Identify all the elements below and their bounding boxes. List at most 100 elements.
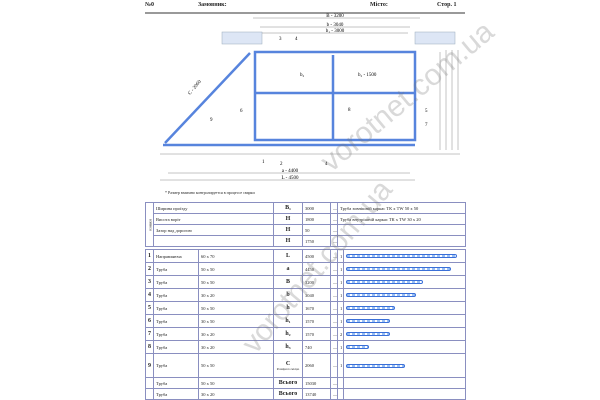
part-sketch [343, 262, 466, 276]
param-symbol: H [273, 224, 303, 236]
side-label: ознаки [145, 202, 154, 247]
tube-sketch [346, 306, 396, 310]
part-symbol: h₁ [273, 314, 303, 328]
dash: — [330, 224, 338, 236]
tube-sketch [346, 363, 405, 368]
city-label: Місто: [370, 2, 388, 8]
part-number: 5 [145, 301, 154, 315]
dash: — [330, 388, 338, 400]
part-3: 3 [279, 37, 282, 42]
part-9: 9 [210, 118, 213, 123]
part-number: 3 [145, 275, 154, 289]
part-sketch [343, 353, 466, 378]
param-extra: Труба зовнішній каркас ТК x ТW 50 x 50 [337, 202, 466, 214]
right-pillar-hatch [414, 31, 456, 45]
param-symbol: H [273, 235, 303, 247]
empty-cell [145, 388, 154, 400]
part-4: 4 [295, 37, 298, 42]
dash: — [330, 327, 338, 341]
dim-b2-value: b₂ - 1500 [358, 73, 377, 78]
part-name: Труба [153, 288, 199, 302]
part-length: 4500 [302, 249, 331, 263]
part-row: 1 Направляюча 60 x 70 L 4500 — 1 [145, 249, 466, 263]
part-row: 7 Труба 30 x 20 h₂ 1570 — 2 [145, 327, 466, 341]
dash: — [330, 275, 338, 289]
part-4b: 4 [325, 162, 328, 167]
part-name: Труба [153, 327, 199, 341]
parts-table: 1 Направляюча 60 x 70 L 4500 — 1 2 Труба… [145, 249, 466, 400]
part-sketch [343, 301, 466, 315]
part-size: 30 x 20 [198, 327, 274, 341]
part-row: 3 Труба 50 x 50 B 3200 — 1 [145, 275, 466, 289]
part-length: 740 [302, 340, 331, 354]
part-sketch [343, 249, 466, 263]
part-symbol: L [273, 249, 303, 263]
part-size: 30 x 20 [198, 340, 274, 354]
dash: — [330, 301, 338, 315]
dim-L: L - 4500 [281, 176, 299, 181]
total-size: 30 x 20 [198, 388, 274, 400]
dash: — [330, 377, 338, 389]
param-extra: Труба внутрішній каркас ТК x ТW 30 x 20 [337, 213, 466, 225]
tube-sketch [346, 254, 458, 258]
tube-sketch [346, 280, 424, 284]
total-label: Всього [273, 388, 303, 400]
part-sketch [343, 327, 466, 341]
part-name: Направляюча [153, 249, 199, 263]
left-pillar-hatch [221, 31, 263, 45]
part-8: 8 [348, 108, 351, 113]
gate-drawing: B - 3200 b - 3040 b₁ - 3000 b₂ b₂ - 1500… [160, 14, 460, 181]
tube-sketch [346, 332, 391, 336]
dash: — [330, 213, 338, 225]
dim-B: B - 3200 [326, 14, 344, 19]
part-name: Труба [153, 262, 199, 276]
header-divider [145, 12, 465, 14]
customer-label: Замовник: [198, 2, 227, 8]
part-row: 5 Труба 50 x 50 h 1670 — 1 [145, 301, 466, 315]
tube-sketch [346, 293, 417, 297]
dash: — [330, 340, 338, 354]
order-number: №0 [145, 2, 155, 8]
param-name: Зазор над дорогою [153, 224, 274, 236]
tube-sketch [346, 267, 452, 271]
part-2: 2 [280, 162, 283, 167]
dim-C: C - 2060 [188, 79, 203, 96]
part-symbol: h [273, 301, 303, 315]
total-value: 13740 [302, 388, 331, 400]
dash: — [330, 262, 338, 276]
dim-a: a - 4400 [282, 169, 299, 174]
part-name: Труба [153, 314, 199, 328]
part-number: 2 [145, 262, 154, 276]
part-size: 50 x 50 [198, 301, 274, 315]
total-label: Всього [273, 377, 303, 389]
part-size: 30 x 20 [198, 288, 274, 302]
empty-cell [343, 388, 466, 400]
param-name: Висота воріт [153, 213, 274, 225]
param-value: 3000 [302, 202, 331, 214]
part-1: 1 [262, 160, 265, 165]
empty-cell [337, 224, 466, 236]
part-symbol: B [273, 275, 303, 289]
part-row: 4 Труба 30 x 20 b 3040 — 1 [145, 288, 466, 302]
total-size: 50 x 50 [198, 377, 274, 389]
dash: — [330, 353, 338, 378]
part-size: 60 x 70 [198, 249, 274, 263]
dash: — [330, 202, 338, 214]
part-row: 8 Труба 30 x 20 h₃ 740 — 1 [145, 340, 466, 354]
page-label: Стор. 1 [437, 2, 457, 8]
param-value: 50 [302, 224, 331, 236]
part-sketch [343, 275, 466, 289]
part-length: 3040 [302, 288, 331, 302]
total-value: 15030 [302, 377, 331, 389]
part-row: 2 Труба 50 x 50 a 4450 — 1 [145, 262, 466, 276]
part-sketch [343, 314, 466, 328]
part-row: 6 Труба 30 x 50 h₁ 1570 — 1 [145, 314, 466, 328]
part-7: 7 [425, 123, 428, 128]
part-number: 4 [145, 288, 154, 302]
part-name: Труба [153, 275, 199, 289]
part-sketch [343, 340, 466, 354]
part-number: 7 [145, 327, 154, 341]
